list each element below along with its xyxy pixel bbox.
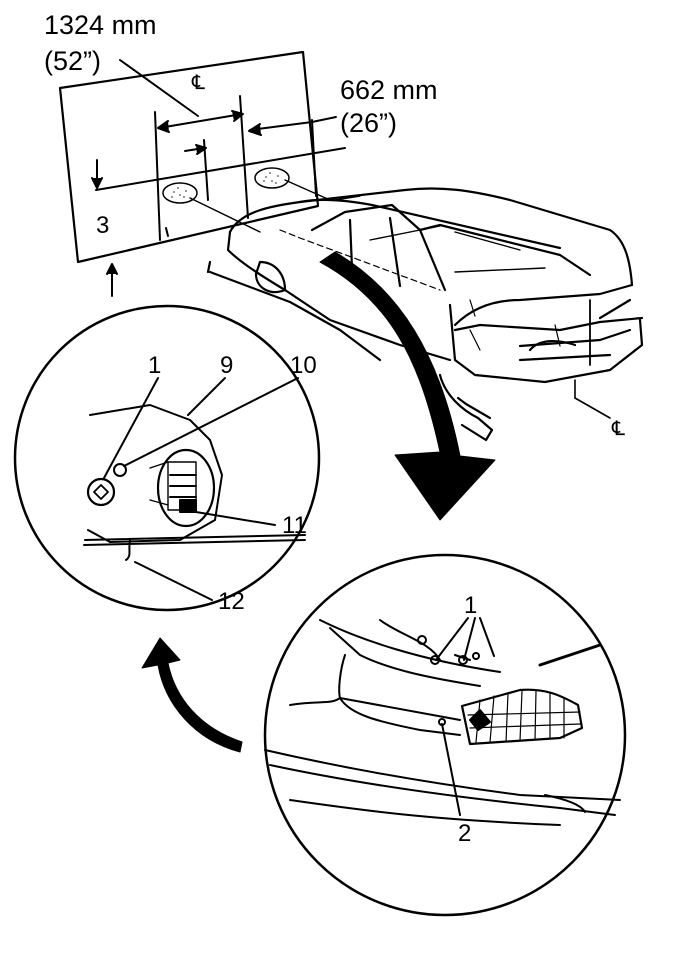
aiming-screen: [58, 50, 361, 297]
callout-9: 9: [220, 352, 234, 379]
centerline-symbol-car: ℄: [612, 416, 625, 440]
dimension-1324-mm: 1324 mm: [44, 10, 157, 40]
callout-1-lamp-bolts: 1: [464, 592, 478, 619]
callout-2: 2: [458, 820, 472, 847]
callout-10: 10: [290, 352, 317, 379]
callout-12: 12: [218, 588, 245, 615]
dimension-662-mm: 662 mm: [340, 75, 438, 105]
callout-11: 11: [282, 512, 307, 539]
dimension-52-in: (52”): [44, 46, 102, 76]
callout-1-bolt: 1: [148, 352, 162, 379]
vehicle: [206, 187, 644, 442]
rear-lamp-detail: [263, 553, 627, 917]
detail-arrow-down: [319, 251, 496, 521]
callout-3: 3: [96, 212, 110, 239]
detail-arrow-up: [141, 637, 243, 753]
dimension-26-in: (26”): [340, 108, 398, 138]
centerline-symbol-top: ℄: [192, 70, 205, 94]
headlamp-rear-detail: [13, 304, 321, 612]
